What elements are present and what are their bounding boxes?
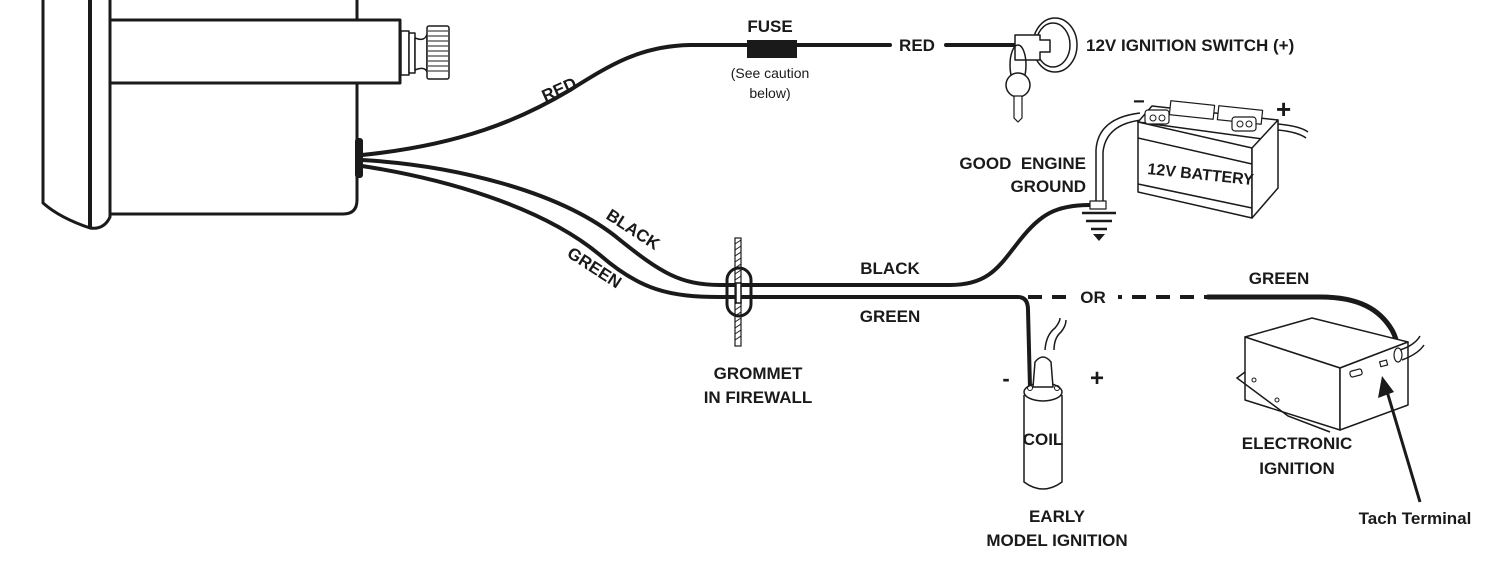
coil-caption-line2: MODEL IGNITION bbox=[986, 531, 1127, 550]
wire-red bbox=[360, 43, 892, 157]
coil-negative-sign: - bbox=[1002, 366, 1009, 391]
electronic-ignition-label-line1: ELECTRONIC bbox=[1242, 434, 1353, 453]
ignition-switch-icon bbox=[1005, 17, 1078, 123]
gauge-wire-exit bbox=[355, 138, 363, 178]
tachometer-gauge bbox=[41, 0, 450, 230]
ground-label-line2: GROUND bbox=[1010, 177, 1086, 196]
battery-icon bbox=[1095, 100, 1309, 219]
grommet-label-line2: IN FIREWALL bbox=[704, 388, 813, 407]
tach-terminal-arrow bbox=[1378, 376, 1422, 503]
mounting-knob bbox=[400, 25, 450, 80]
coil-positive-sign: + bbox=[1090, 365, 1104, 392]
mounting-bracket bbox=[108, 18, 402, 85]
label-wire-black-firewall: BLACK bbox=[860, 259, 920, 278]
tach-terminal-label: Tach Terminal bbox=[1359, 509, 1472, 528]
coil-label: COIL bbox=[1023, 430, 1064, 449]
battery-negative-sign: − bbox=[1133, 91, 1145, 113]
ground-label-line1: GOOD ENGINE bbox=[959, 154, 1086, 173]
ignition-switch-label: 12V IGNITION SWITCH (+) bbox=[1086, 36, 1294, 55]
wire-black bbox=[360, 158, 1095, 287]
fuse-icon bbox=[747, 40, 797, 58]
label-wire-red: RED bbox=[539, 74, 580, 106]
label-wire-green-electronic: GREEN bbox=[1249, 269, 1309, 288]
fuse-note-line2: below) bbox=[749, 85, 790, 101]
label-wire-black: BLACK bbox=[603, 205, 664, 254]
label-or: OR bbox=[1080, 288, 1106, 307]
fuse-note-line1: (See caution bbox=[731, 65, 810, 81]
electronic-ignition-label-line2: IGNITION bbox=[1259, 459, 1335, 478]
ground-icon bbox=[1082, 200, 1116, 241]
firewall-grommet bbox=[725, 237, 753, 347]
grommet-label-line1: GROMMET bbox=[714, 364, 803, 383]
label-wire-red-switch: RED bbox=[899, 36, 935, 55]
coil-caption-line1: EARLY bbox=[1029, 507, 1086, 526]
fuse-label: FUSE bbox=[747, 17, 792, 36]
wire-green bbox=[360, 164, 1032, 390]
label-wire-green-firewall: GREEN bbox=[860, 307, 920, 326]
coil-icon bbox=[1023, 317, 1067, 490]
battery-positive-sign: + bbox=[1276, 94, 1291, 124]
gauge-bezel bbox=[41, 0, 112, 230]
